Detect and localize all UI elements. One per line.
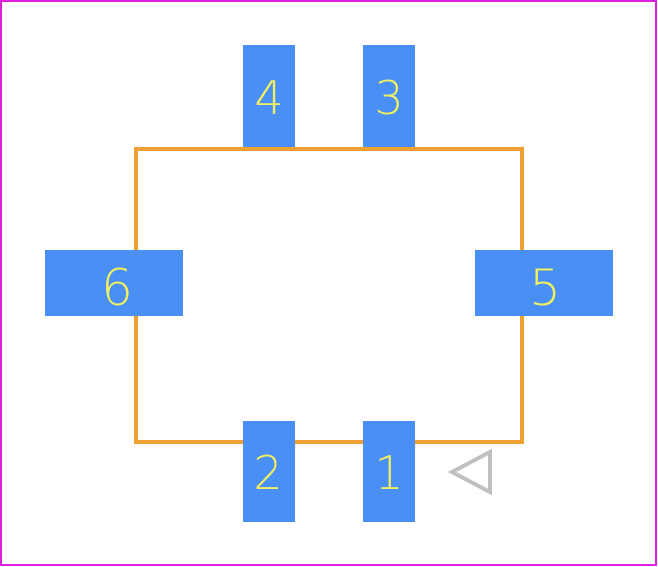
pad-4-label: 4: [254, 71, 283, 125]
pad-5-copper: [475, 250, 613, 316]
pad-3-label: 3: [374, 71, 403, 125]
pad-1: 1: [363, 421, 415, 522]
pad-1-label: 1: [374, 446, 403, 500]
pad-6-label: 6: [101, 259, 133, 317]
pad-2-label: 2: [253, 446, 282, 500]
pad-3: 3: [363, 45, 415, 147]
pin1-marker-triangle-icon: [447, 448, 492, 496]
component-body-outline: [134, 147, 524, 444]
pad-5: 5: [475, 250, 613, 317]
pad-6: 6: [45, 250, 183, 317]
pad-4: 4: [243, 45, 295, 147]
pad-6-copper: [45, 250, 183, 316]
pad-2-copper: [243, 421, 295, 522]
pad-1-copper: [363, 421, 415, 522]
pad-5-label: 5: [529, 259, 561, 317]
pad-3-copper: [363, 45, 415, 147]
pad-2: 2: [243, 421, 295, 522]
pad-4-copper: [243, 45, 295, 147]
